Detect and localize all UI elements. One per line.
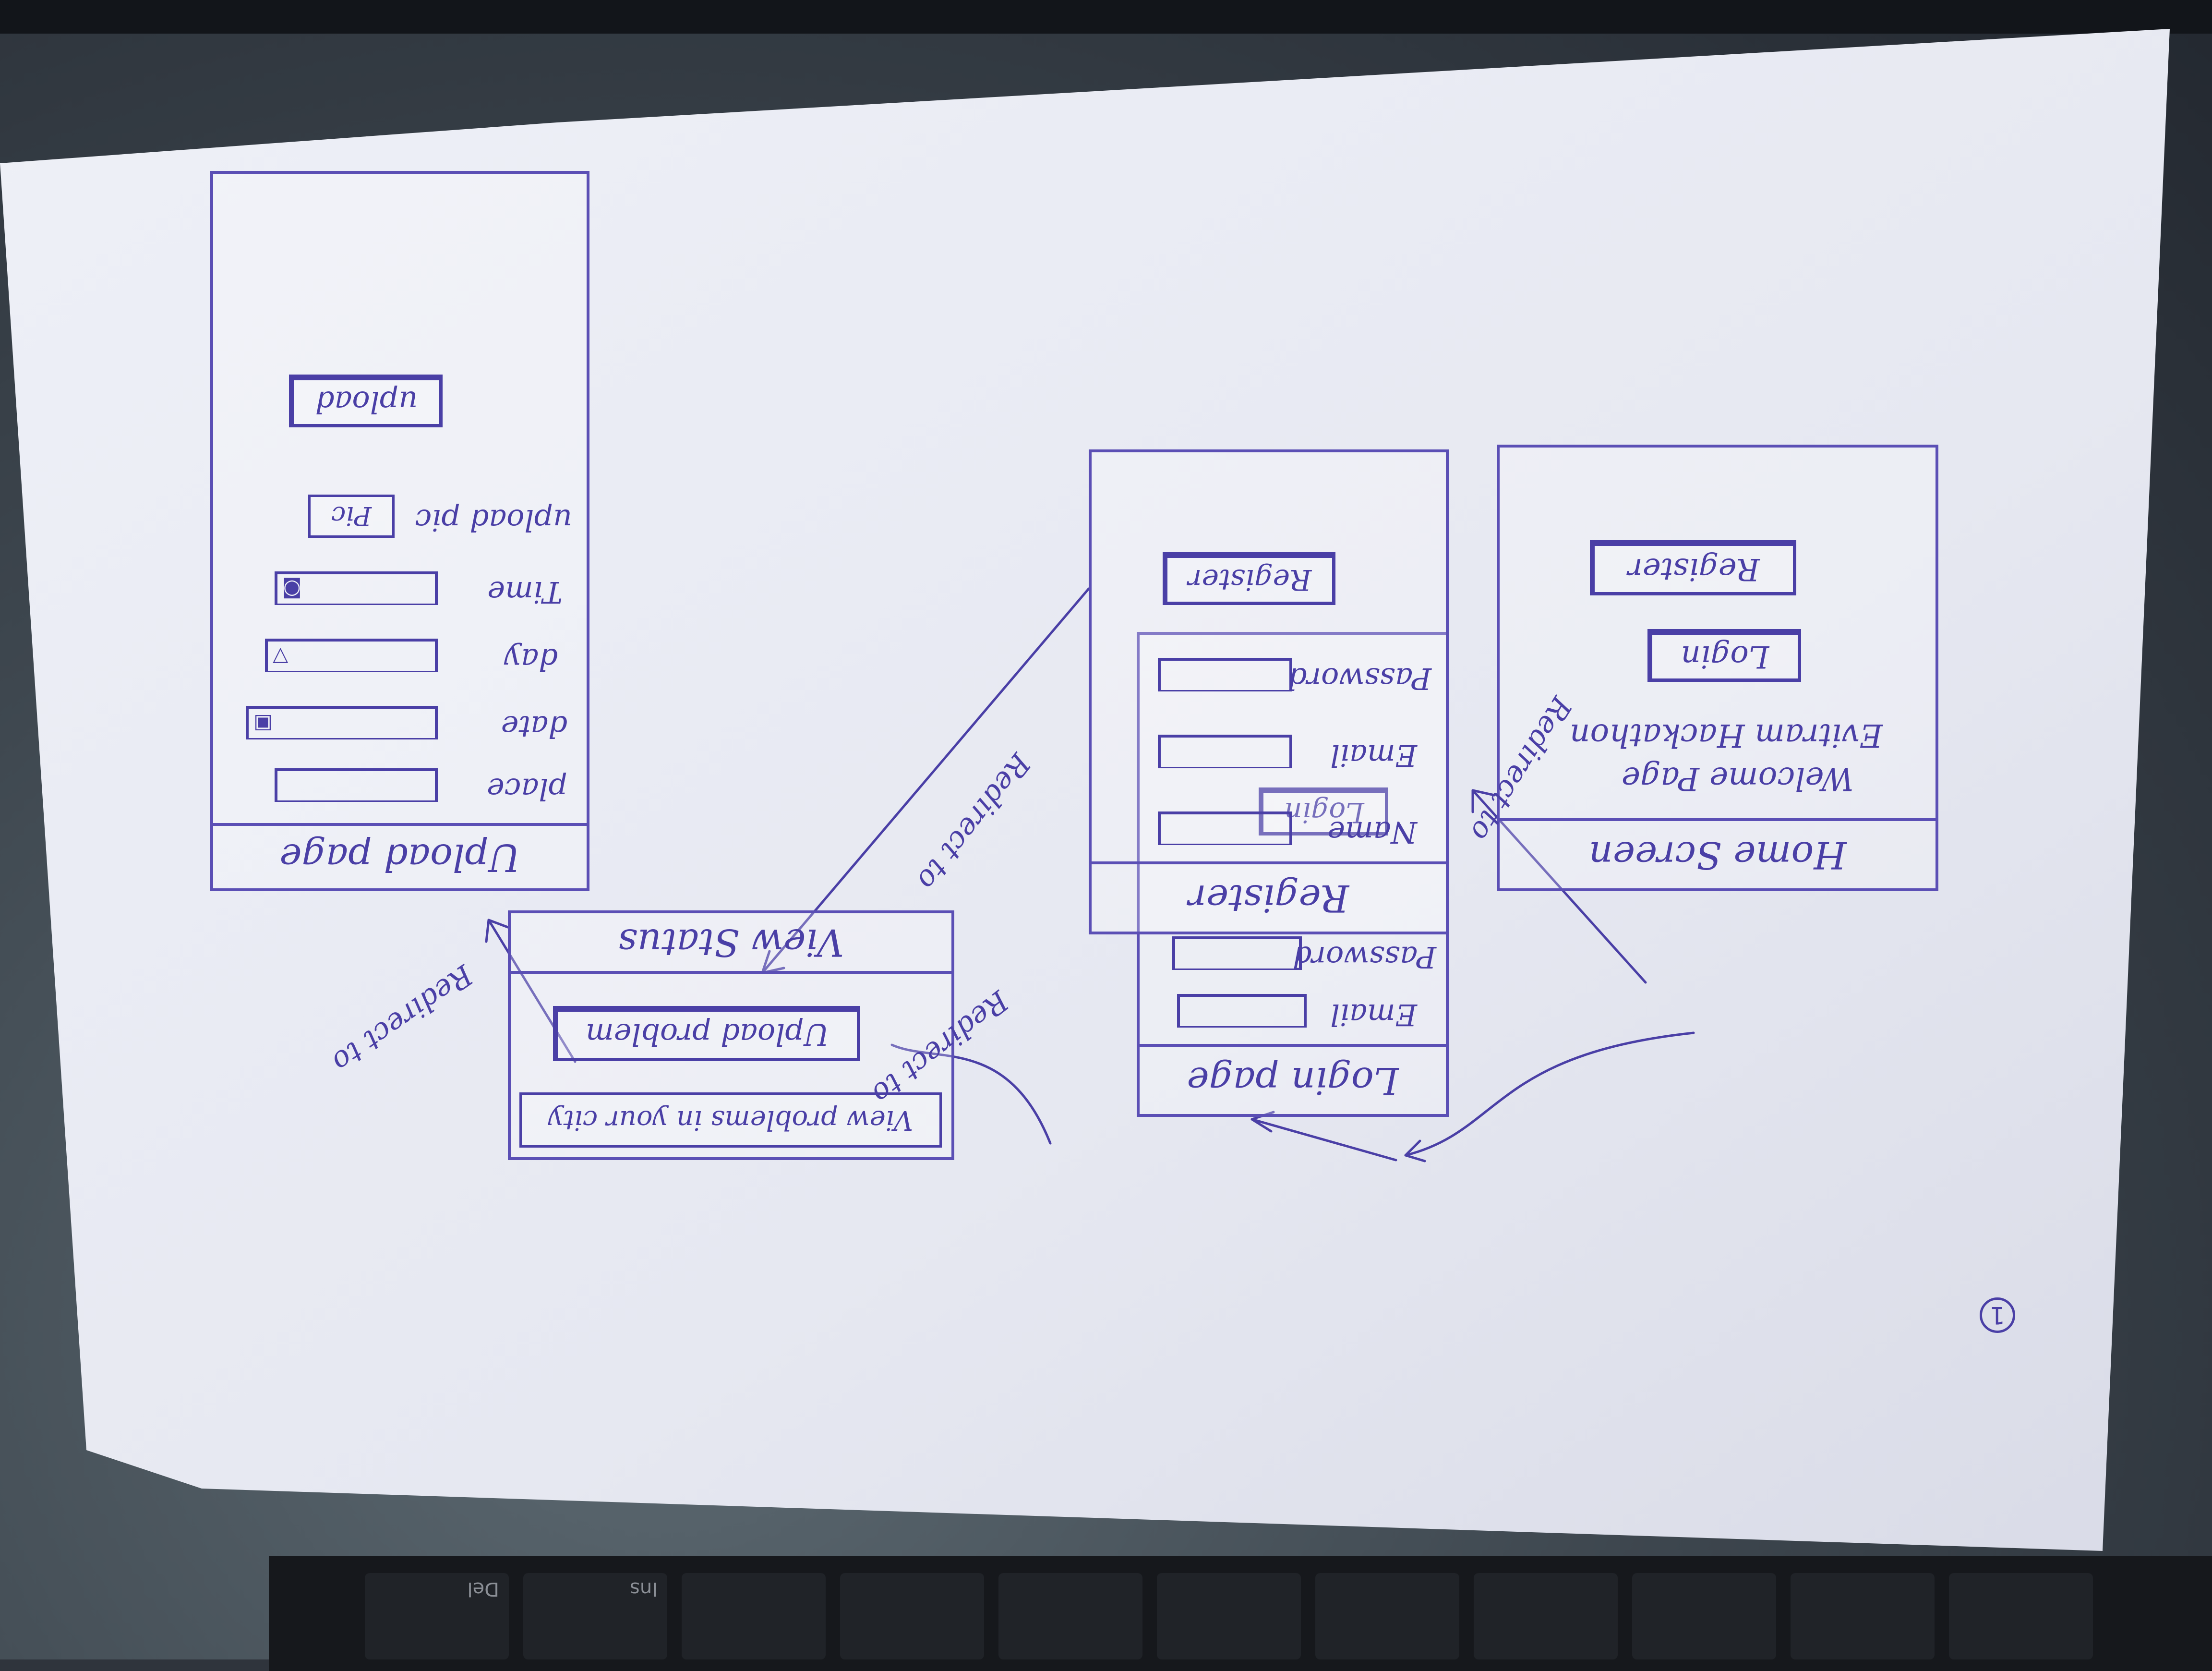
register-email-field[interactable] (1158, 735, 1292, 768)
arrow-register-to-viewstatus (761, 587, 1090, 974)
register-page-inner: Register Name Email Password Register (1089, 449, 1449, 934)
register-name-label: Name (1327, 815, 1417, 850)
register-email-label: Email (1330, 738, 1417, 773)
register-password-field[interactable] (1158, 658, 1292, 691)
arrow-upload-to-uploadpage (487, 919, 577, 1063)
arrow-home-to-login (1404, 1031, 1695, 1157)
arrow-login-to-main (1250, 1118, 1397, 1162)
register-submit-button[interactable]: Register (1163, 552, 1335, 605)
register-page-title: Register (1092, 861, 1446, 932)
register-password-label: Password (1287, 661, 1431, 696)
keyboard: Del Ins (269, 1556, 2212, 1671)
register-name-field[interactable] (1158, 811, 1292, 845)
arrow-login-redirect-curve (890, 1043, 1052, 1145)
top-dark-strip (0, 0, 2212, 34)
arrow-home-to-register (1471, 789, 1647, 984)
